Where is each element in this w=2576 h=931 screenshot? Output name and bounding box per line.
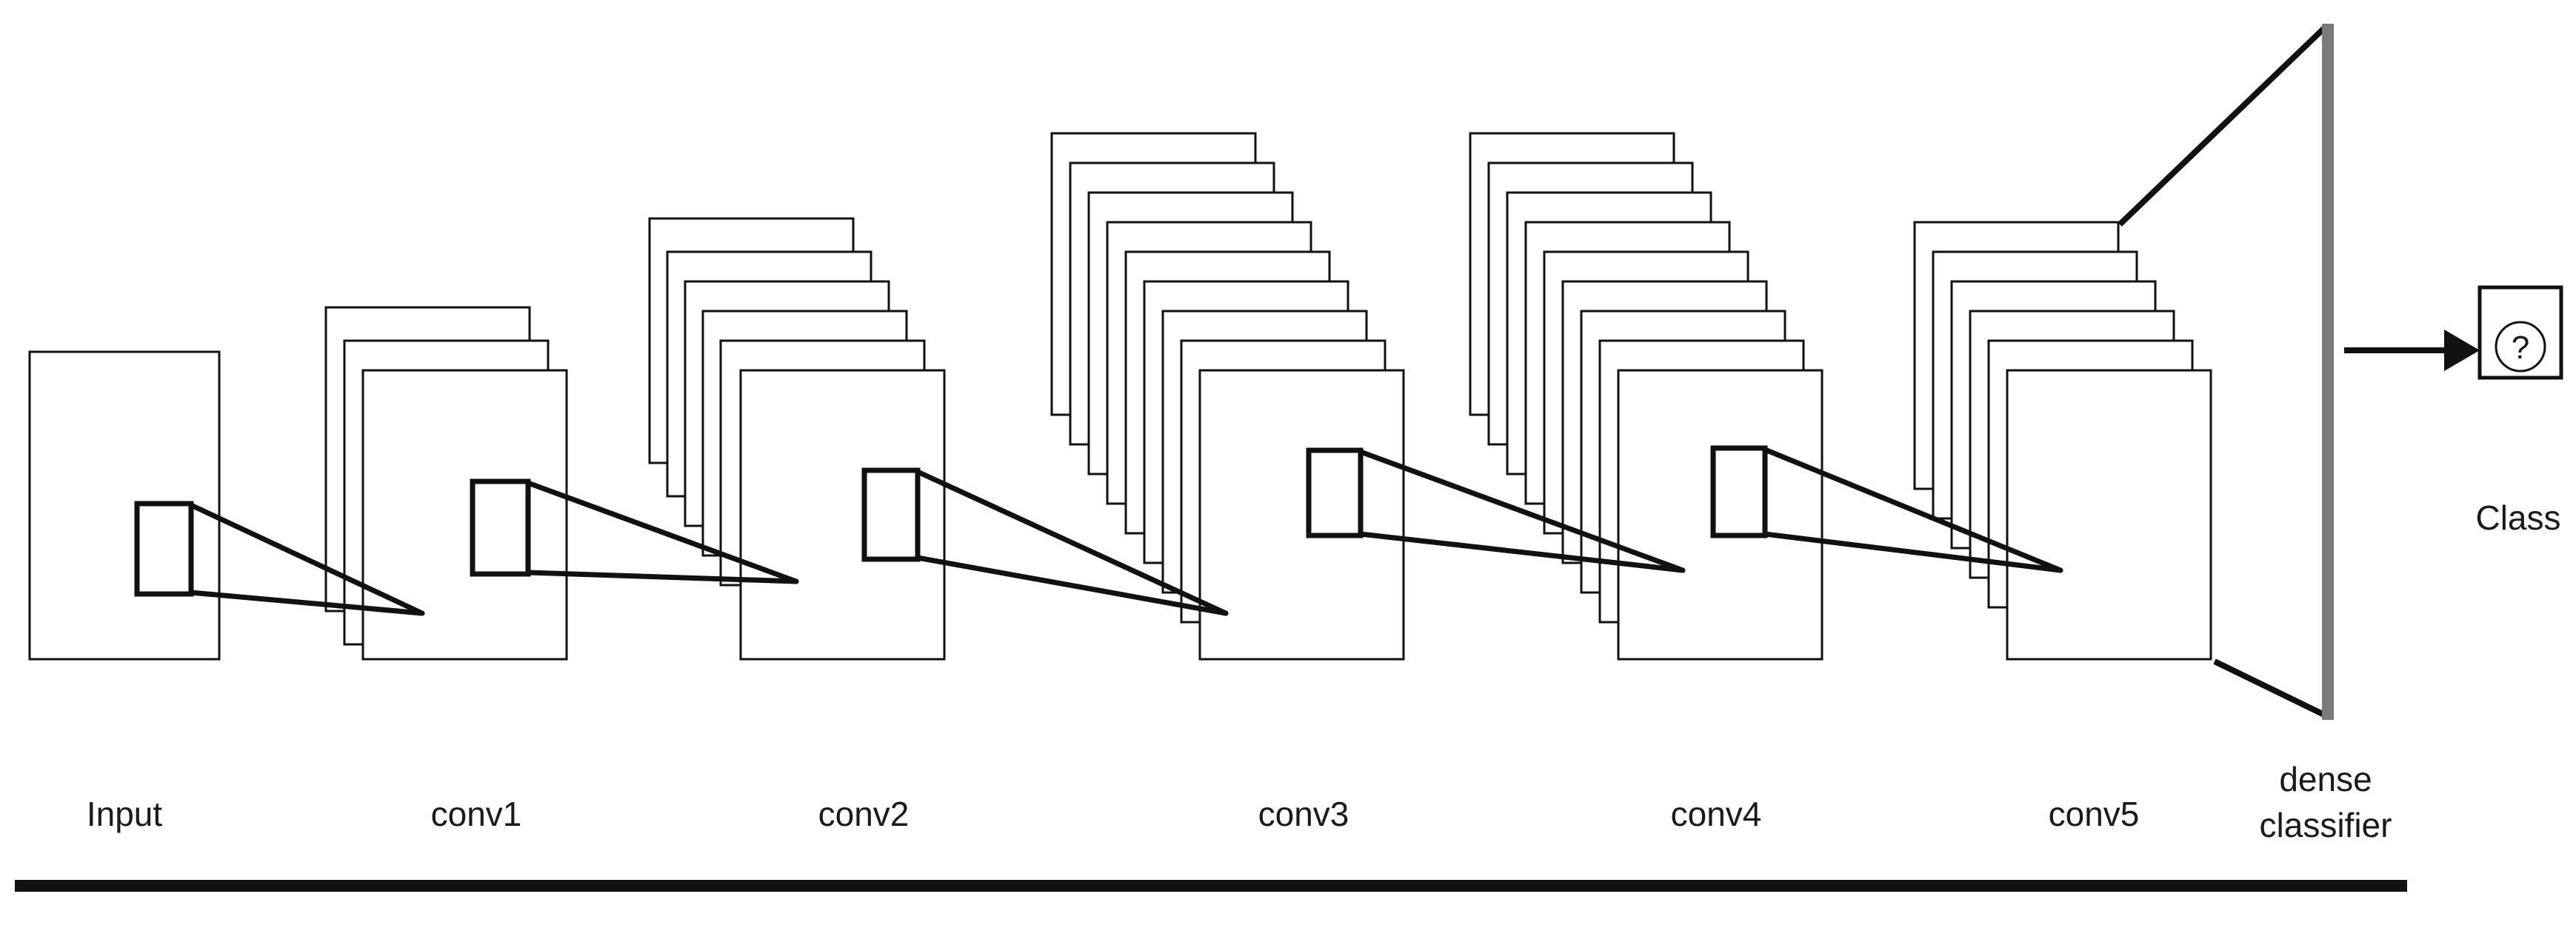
layer-label-conv1: conv1 <box>431 795 522 833</box>
projection-line <box>915 555 1229 616</box>
output: ? <box>2344 285 2563 380</box>
layer-labels: Input conv1 conv2 conv3 conv4 conv5 dens… <box>87 498 2561 844</box>
projection-line <box>188 502 425 616</box>
output-arrow-head <box>2444 330 2480 371</box>
conv2-stack <box>648 217 946 661</box>
class-symbol: ? <box>2512 330 2529 366</box>
projection-line <box>525 570 799 584</box>
layer-label-conv2: conv2 <box>818 795 910 833</box>
projection-line <box>915 469 1229 616</box>
conv3-stack <box>1050 132 1405 661</box>
projection-line <box>1358 449 1686 573</box>
conv4-stack <box>1469 132 1823 661</box>
projection-line <box>525 480 799 584</box>
layer-label-input: Input <box>87 795 163 833</box>
classifier-label-line2: classifier <box>2260 806 2392 844</box>
classifier-funnel-top <box>2118 26 2326 227</box>
conv5-stack <box>1913 221 2212 661</box>
feature-map <box>361 369 568 661</box>
class-label: Class <box>2475 498 2560 537</box>
feature-map <box>2006 369 2212 661</box>
conv4-receptive-field <box>1710 445 1768 538</box>
layer-label-conv4: conv4 <box>1671 795 1762 833</box>
feature-map <box>1198 369 1405 661</box>
projection-line <box>1358 531 1686 573</box>
conv1-receptive-field <box>470 478 531 577</box>
layer-label-conv3: conv3 <box>1258 795 1349 833</box>
projection-line <box>1762 447 2063 573</box>
projection-line <box>188 590 425 616</box>
dense-classifier <box>2118 24 2334 720</box>
classifier-funnel-bottom <box>2213 658 2326 718</box>
conv2-receptive-field <box>861 467 921 562</box>
layer-label-conv5: conv5 <box>2049 795 2140 833</box>
classifier-label-line1: dense <box>2279 760 2372 798</box>
input-receptive-field <box>134 501 194 597</box>
baseline-rule <box>15 880 2407 892</box>
projection-lines <box>188 447 2063 616</box>
input-layer <box>28 350 221 661</box>
classifier-bar <box>2322 24 2334 720</box>
question-circle-icon <box>2495 321 2546 373</box>
projection-line <box>1762 531 2063 573</box>
conv3-receptive-field <box>1306 447 1364 538</box>
